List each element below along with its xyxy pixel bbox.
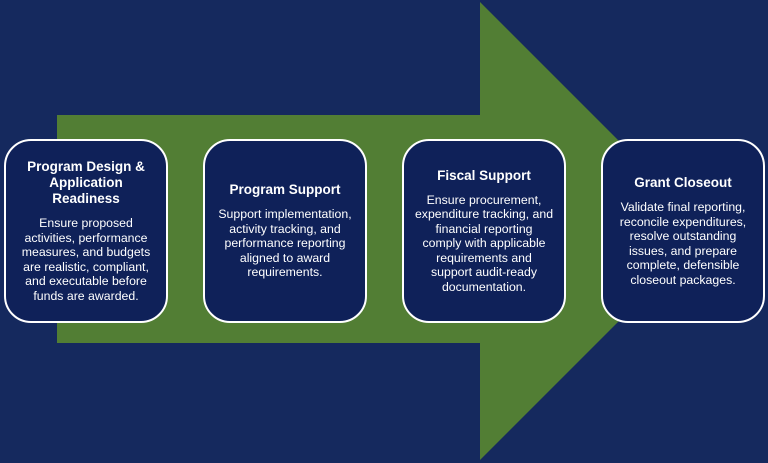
stage-card-grant-closeout: Grant Closeout Validate final reporting,… [601,139,765,323]
stage-description: Validate final reporting, reconcile expe… [619,200,747,287]
stage-card-program-design-application-readiness: Program Design & Application Readiness E… [4,139,168,323]
stage-title: Grant Closeout [634,174,732,190]
stage-card-fiscal-support: Fiscal Support Ensure procurement, expen… [402,139,566,323]
stage-description: Ensure procurement, expenditure tracking… [414,192,554,294]
stage-title: Program Design & Application Readiness [27,158,145,207]
stage-description: Support implementation, activity trackin… [218,207,352,280]
stage-title: Program Support [229,182,341,198]
stage-title: Fiscal Support [437,167,531,183]
stage-description: Ensure proposed activities, performance … [21,216,151,303]
stage-card-program-support: Program Support Support implementation, … [203,139,367,323]
right-arrow-shape [57,2,709,460]
